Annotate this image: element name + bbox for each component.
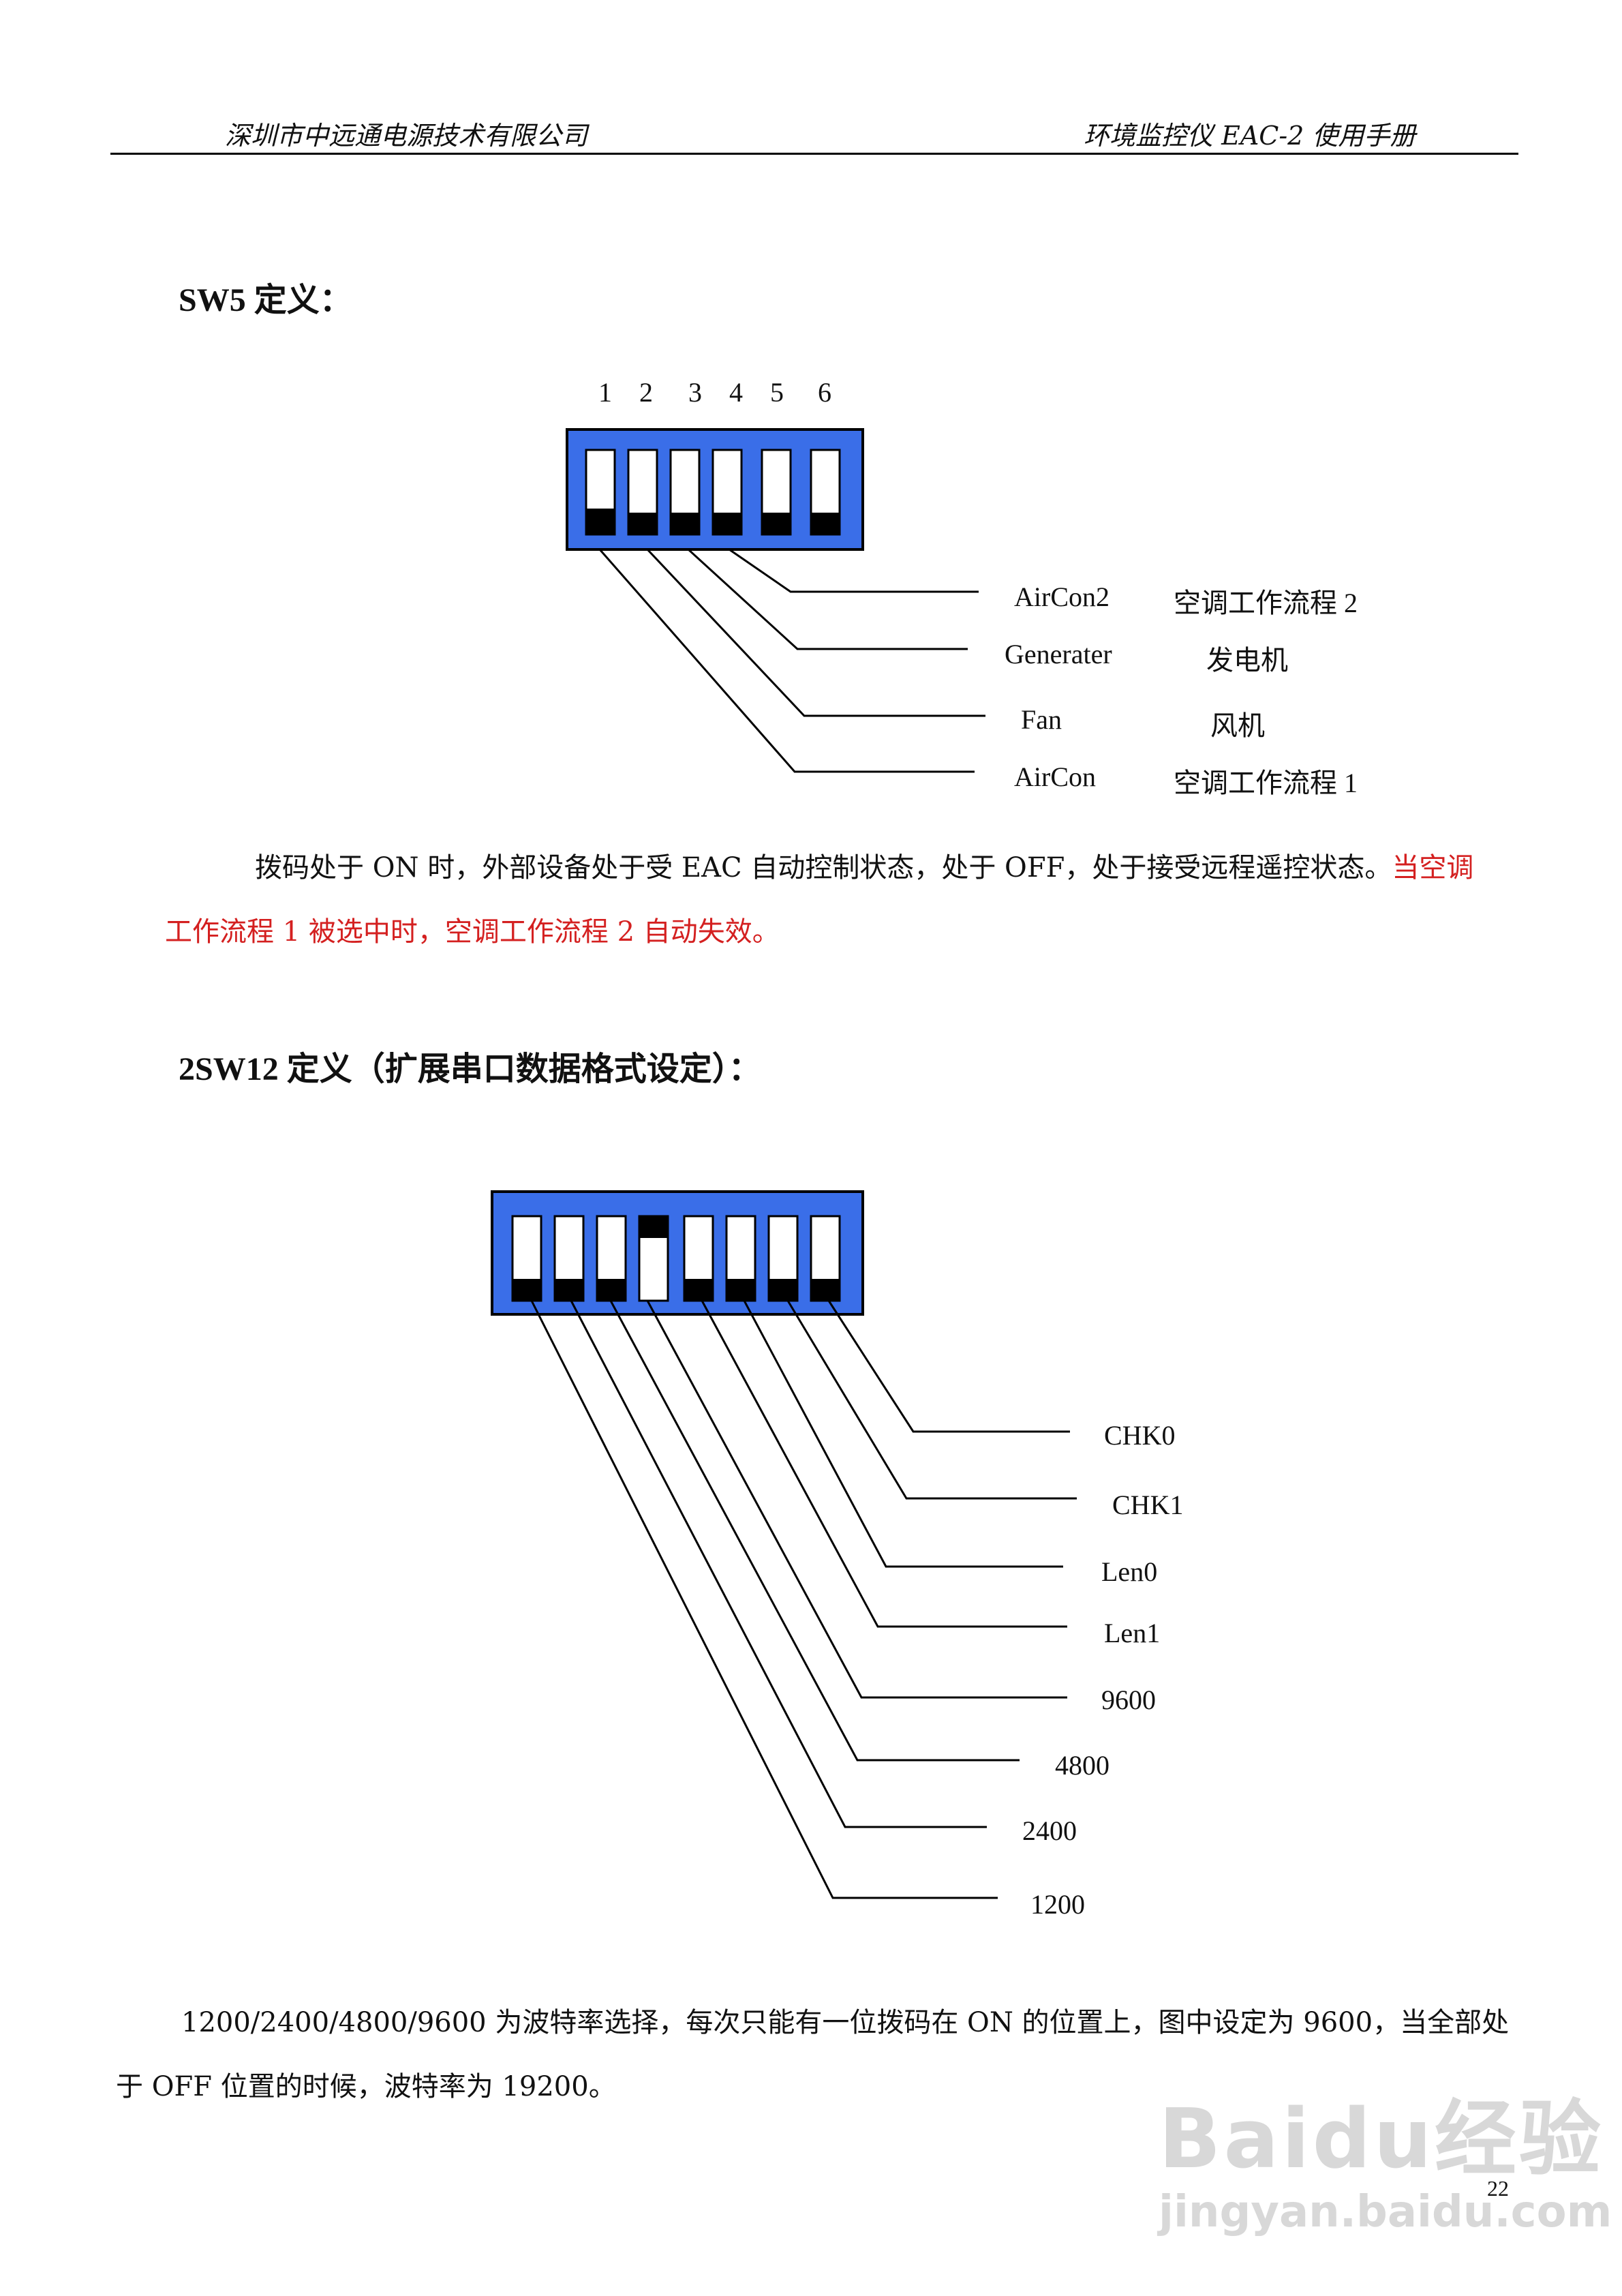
sw5-label-fan-en: Fan: [1021, 704, 1062, 735]
sw5-label-aircon-cn: 空调工作流程 1: [1174, 768, 1358, 798]
sw12-leader-chk0: [827, 1300, 1070, 1433]
sw12-label-4800: 4800: [1055, 1750, 1110, 1781]
sw12-lever-5: [684, 1279, 713, 1301]
sw5-lever-1: [586, 509, 615, 534]
sw5-leader-airconnect2: [729, 548, 979, 593]
sw5-label-aircon-en: AirCon: [1014, 761, 1096, 792]
sw12-slots: [511, 1215, 841, 1302]
sw5-lever-2: [628, 513, 657, 534]
header-divider: [110, 153, 1518, 155]
sw5-lever-3: [671, 513, 699, 534]
sw5-number-6: 6: [818, 377, 831, 408]
sw12-heading: 2SW12 定义（扩展串口数据格式设定）：: [179, 1051, 761, 1087]
sw5-number-4: 4: [729, 377, 743, 408]
sw12-lever-1: [512, 1279, 541, 1301]
sw12-leader-len0: [743, 1300, 1063, 1568]
sw12-leader-1200: [530, 1300, 998, 1899]
sw5-leader-generater: [687, 548, 968, 650]
sw5-lever-4: [713, 513, 741, 534]
baidu-watermark-logo: Baidu经验: [1159, 2072, 1604, 2191]
sw12-leader-chk1: [786, 1300, 1077, 1500]
sw5-label-fan-cn: 风机: [1210, 710, 1265, 741]
sw12-lever-7: [769, 1279, 797, 1301]
sw12-label-len1: Len1: [1104, 1618, 1161, 1648]
sw5-number-3: 3: [688, 377, 702, 408]
sw12-leader-4800: [609, 1300, 1020, 1762]
sw5-lever-6: [811, 513, 840, 534]
sw12-lever-2: [555, 1279, 583, 1301]
sw12-leader-2400: [570, 1300, 987, 1828]
sw12-label-1200: 1200: [1030, 1889, 1085, 1920]
sw12-description-line2: 于 OFF 位置的时候，波特率为 19200。: [116, 2071, 616, 2102]
sw5-leader-aircon: [598, 549, 975, 773]
sw12-label-chk1: CHK1: [1112, 1490, 1184, 1520]
sw5-heading: SW5 定义：: [179, 282, 352, 318]
sw12-switch-body: [491, 1190, 864, 1316]
sw12-leader-len1: [701, 1300, 1067, 1628]
sw12-label-chk0: CHK0: [1104, 1420, 1176, 1451]
sw5-number-2: 2: [639, 377, 653, 408]
sw12-leader-9600: [646, 1300, 1067, 1699]
sw5-label-generater-en: Generater: [1005, 639, 1112, 669]
sw5-label-airconnect2-en: AirCon2: [1014, 581, 1110, 612]
sw12-label-len0: Len0: [1101, 1556, 1158, 1587]
sw12-lever-8: [811, 1279, 840, 1301]
sw12-lever-6: [726, 1279, 755, 1301]
watermark-brand-du: du: [1312, 2092, 1435, 2187]
sw5-note-red-1: 当空调: [1392, 852, 1474, 883]
sw12-leader-lines: [530, 1300, 1077, 1899]
sw12-levers: [512, 1216, 840, 1301]
sw5-description: 拨码处于 ON 时，外部设备处于受 EAC 自动控制状态，处于 OFF，处于接受…: [165, 836, 1501, 964]
sw5-number-1: 1: [598, 377, 612, 408]
sw5-leader-fan: [646, 548, 985, 717]
sw12-lever-4-on: [639, 1216, 668, 1238]
watermark-brand: Bai: [1159, 2092, 1313, 2187]
header-manual-title: 环境监控仪 EAC-2 使用手册: [1084, 121, 1416, 151]
page-number: 22: [1487, 2176, 1509, 2201]
sw5-leader-lines: [598, 548, 985, 773]
sw5-label-generater-cn: 发电机: [1206, 645, 1288, 676]
watermark-cn: 经验: [1434, 2092, 1604, 2187]
sw5-label-airconnect2-cn: 空调工作流程 2: [1174, 588, 1358, 618]
sw5-note-red-2: 工作流程 1 被选中时，空调工作流程 2 自动失效。: [165, 916, 780, 948]
header-company: 深圳市中远通电源技术有限公司: [225, 121, 588, 151]
sw5-lever-5: [762, 513, 791, 534]
baidu-watermark-url: jingyan.baidu.com: [1159, 2187, 1612, 2237]
sw5-number-5: 5: [770, 377, 784, 408]
sw5-levers: [586, 509, 840, 534]
sw12-label-2400: 2400: [1022, 1815, 1077, 1846]
sw12-label-9600: 9600: [1101, 1685, 1156, 1715]
sw12-description: 1200/2400/4800/9600 为波特率选择，每次只能有一位拨码在 ON…: [116, 1991, 1520, 2119]
sw5-description-text: 拨码处于 ON 时，外部设备处于受 EAC 自动控制状态，处于 OFF，处于接受…: [255, 852, 1392, 883]
sw12-description-line1: 1200/2400/4800/9600 为波特率选择，每次只能有一位拨码在 ON…: [181, 2007, 1510, 2038]
sw12-lever-3: [597, 1279, 626, 1301]
